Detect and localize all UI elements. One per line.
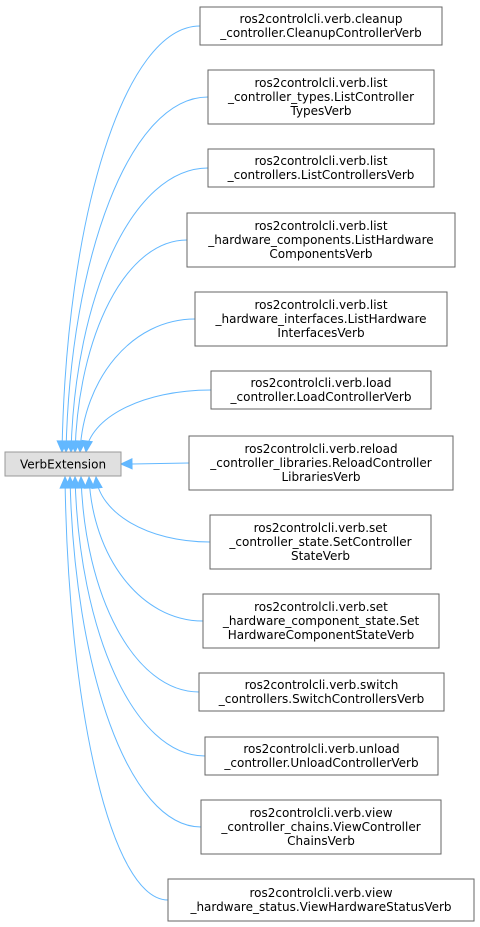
class-name-line: ros2controlcli.verb.reload	[244, 442, 397, 456]
derived-class-node-reload_controller_libraries[interactable]: ros2controlcli.verb.reload_controller_li…	[188, 435, 454, 491]
class-name-line: _controller.CleanupControllerVerb	[219, 26, 421, 40]
class-name-line: ros2controlcli.verb.unload	[243, 742, 399, 756]
class-name-line: InterfacesVerb	[277, 326, 364, 340]
class-name-line: ChainsVerb	[287, 834, 355, 848]
derived-class-node-set_hardware_component_state[interactable]: ros2controlcli.verb.set_hardware_compone…	[202, 593, 440, 649]
class-name-line: ros2controlcli.verb.list	[254, 298, 387, 312]
class-name-line: _controller_chains.ViewController	[220, 820, 420, 834]
class-name-line: ros2controlcli.verb.list	[254, 219, 387, 233]
edge-line	[85, 389, 212, 453]
edge-line	[131, 462, 190, 465]
inheritance-edges	[56, 25, 212, 901]
class-box	[207, 69, 435, 125]
edge-line	[61, 25, 201, 453]
class-box	[202, 593, 440, 649]
inheritance-arrowhead	[91, 475, 103, 489]
inheritance-arrowhead	[81, 439, 93, 454]
class-name-line: StateVerb	[291, 549, 350, 563]
class-name-line: LibrariesVerb	[281, 470, 360, 484]
class-name-line: ros2controlcli.verb.list	[254, 154, 387, 168]
class-name-line: ros2controlcli.verb.load	[250, 376, 391, 390]
class-box	[167, 878, 475, 922]
class-nodes: VerbExtension ros2controlcli.verb.cleanu…	[4, 6, 475, 922]
inheritance-edge-switch_controllers	[75, 475, 200, 693]
inheritance-edge-cleanup_controller	[56, 25, 201, 454]
class-box	[188, 435, 454, 491]
edge-line	[95, 476, 211, 543]
class-name-line: _controllers.SwitchControllersVerb	[218, 692, 424, 706]
class-name-line: _hardware_status.ViewHardwareStatusVerb	[189, 900, 451, 914]
class-box	[204, 736, 439, 776]
derived-class-node-cleanup_controller[interactable]: ros2controlcli.verb.cleanup_controller.C…	[199, 6, 443, 46]
derived-class-node-list_hardware_components[interactable]: ros2controlcli.verb.list_hardware_compon…	[186, 212, 456, 268]
class-box	[209, 514, 432, 570]
inheritance-edge-list_controller_types	[60, 96, 209, 454]
inheritance-edge-set_controller_state	[91, 475, 211, 543]
class-name-line: ros2controlcli.verb.set	[254, 600, 388, 614]
inheritance-arrowhead	[59, 475, 71, 489]
class-name-line: _hardware_components.ListHardware	[207, 233, 433, 247]
base-class-box	[4, 451, 122, 477]
class-name-line: _hardware_component_state.Set	[222, 614, 420, 628]
inheritance-edge-set_hardware_component_state	[83, 475, 204, 622]
inheritance-edge-unload_controller	[69, 475, 206, 757]
class-box	[186, 212, 456, 268]
class-box	[207, 148, 435, 188]
derived-class-node-list_controller_types[interactable]: ros2controlcli.verb.list_controller_type…	[207, 69, 435, 125]
edge-line	[74, 239, 188, 453]
class-name-line: HardwareComponentStateVerb	[228, 628, 415, 642]
base-class-label: VerbExtension	[20, 458, 106, 472]
inheritance-edge-view_hardware_status	[59, 475, 169, 901]
edge-line	[64, 476, 169, 901]
inheritance-arrowhead	[83, 475, 96, 489]
class-name-line: ros2controlcli.verb.set	[254, 521, 388, 535]
base-class-node[interactable]: VerbExtension	[4, 451, 122, 477]
edge-line	[70, 167, 209, 453]
class-name-line: ros2controlcli.verb.list	[254, 76, 387, 90]
class-name-line: ComponentsVerb	[269, 247, 372, 261]
class-name-line: _controller_types.ListController	[227, 90, 414, 104]
class-name-line: _hardware_interfaces.ListHardware	[214, 312, 426, 326]
derived-class-node-list_controllers[interactable]: ros2controlcli.verb.list_controllers.Lis…	[207, 148, 435, 188]
edge-line	[80, 476, 200, 693]
inheritance-arrowhead	[119, 458, 133, 470]
derived-class-node-list_hardware_interfaces[interactable]: ros2controlcli.verb.list_hardware_interf…	[194, 291, 448, 347]
derived-class-node-switch_controllers[interactable]: ros2controlcli.verb.switch_controllers.S…	[198, 672, 445, 712]
class-name-line: ros2controlcli.verb.cleanup	[240, 12, 403, 26]
class-name-line: ros2controlcli.verb.switch	[245, 678, 399, 692]
class-name-line: _controller.LoadControllerVerb	[230, 390, 412, 404]
class-name-line: _controller_libraries.ReloadController	[209, 456, 431, 470]
derived-class-node-view_controller_chains[interactable]: ros2controlcli.verb.view_controller_chai…	[200, 799, 442, 855]
derived-class-node-load_controller[interactable]: ros2controlcli.verb.load_controller.Load…	[210, 370, 432, 410]
inheritance-edge-reload_controller_libraries	[119, 458, 190, 470]
class-name-line: ros2controlcli.verb.view	[249, 806, 392, 820]
class-box	[210, 370, 432, 410]
edge-line	[88, 476, 204, 622]
class-box	[194, 291, 448, 347]
edge-line	[79, 318, 196, 453]
class-box	[198, 672, 445, 712]
class-name-line: _controller_state.SetController	[228, 535, 411, 549]
derived-class-node-view_hardware_status[interactable]: ros2controlcli.verb.view_hardware_status…	[167, 878, 475, 922]
inheritance-edge-load_controller	[81, 389, 212, 454]
class-name-line: _controllers.ListControllersVerb	[227, 168, 415, 182]
derived-class-node-set_controller_state[interactable]: ros2controlcli.verb.set_controller_state…	[209, 514, 432, 570]
edge-line	[74, 476, 206, 757]
class-box	[199, 6, 443, 46]
derived-class-node-unload_controller[interactable]: ros2controlcli.verb.unload_controller.Un…	[204, 736, 439, 776]
class-box	[200, 799, 442, 855]
class-name-line: TypesVerb	[289, 104, 351, 118]
class-name-line: ros2controlcli.verb.view	[249, 886, 392, 900]
edge-line	[69, 476, 202, 828]
edge-line	[65, 96, 209, 453]
class-name-line: _controller.UnloadControllerVerb	[223, 756, 418, 770]
